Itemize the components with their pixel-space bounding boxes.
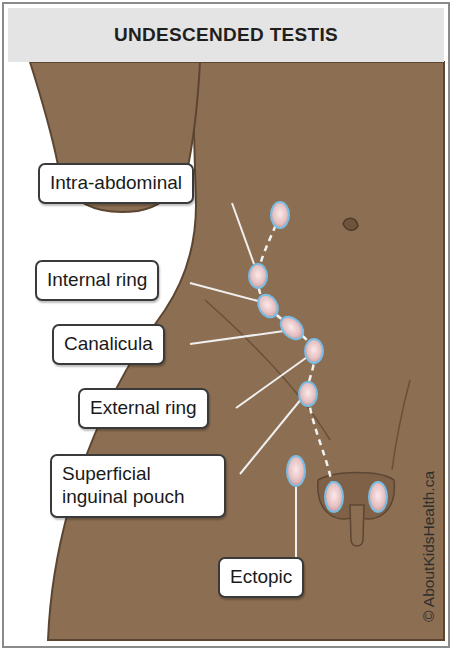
- frame: [3, 3, 449, 647]
- leader-line: [190, 283, 262, 302]
- testis: [276, 312, 307, 343]
- title: UNDESCENDED TESTIS: [8, 8, 444, 62]
- label-box: Intra-abdominal: [38, 163, 194, 204]
- testis: [249, 264, 267, 288]
- leader-line: [236, 355, 310, 408]
- label-text: Ectopic: [230, 566, 292, 589]
- arm: [30, 62, 200, 212]
- label-box: Internal ring: [35, 260, 159, 301]
- leader-line: [232, 203, 254, 264]
- testis: [254, 291, 282, 321]
- label-text: External ring: [90, 397, 197, 420]
- label-text: Superficial inguinal pouch: [62, 463, 214, 509]
- label-box: Canalicula: [52, 324, 165, 365]
- label-text: Canalicula: [64, 333, 153, 356]
- label-box: Ectopic: [218, 557, 304, 598]
- navel: [343, 218, 358, 230]
- descent-path: [258, 215, 334, 497]
- testis: [271, 202, 289, 228]
- leader-line: [295, 487, 297, 560]
- testis: [369, 482, 387, 512]
- groin-crease: [392, 380, 410, 470]
- testis: [325, 482, 343, 512]
- label-box: External ring: [78, 388, 209, 429]
- testis: [305, 339, 323, 363]
- testis: [287, 456, 305, 486]
- label-box: Superficial inguinal pouch: [50, 454, 226, 518]
- testis: [299, 382, 317, 406]
- leader-line: [190, 331, 284, 344]
- label-text: Intra-abdominal: [50, 172, 182, 195]
- label-text: Internal ring: [47, 269, 147, 292]
- watermark: © AboutKidsHealth.ca: [420, 422, 440, 622]
- penis: [350, 505, 364, 546]
